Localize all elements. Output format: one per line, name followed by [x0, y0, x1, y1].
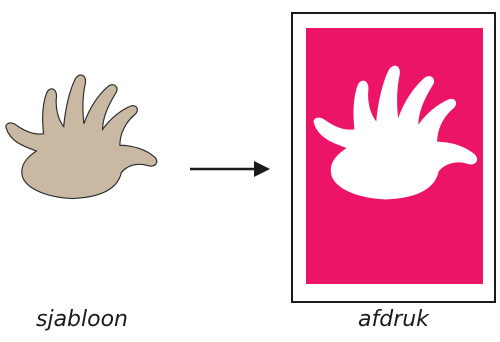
arrow-right-icon — [190, 161, 270, 177]
print-label: afdruk — [358, 307, 429, 332]
template-hand-icon — [5, 74, 158, 200]
template-label: sjabloon — [36, 307, 128, 332]
